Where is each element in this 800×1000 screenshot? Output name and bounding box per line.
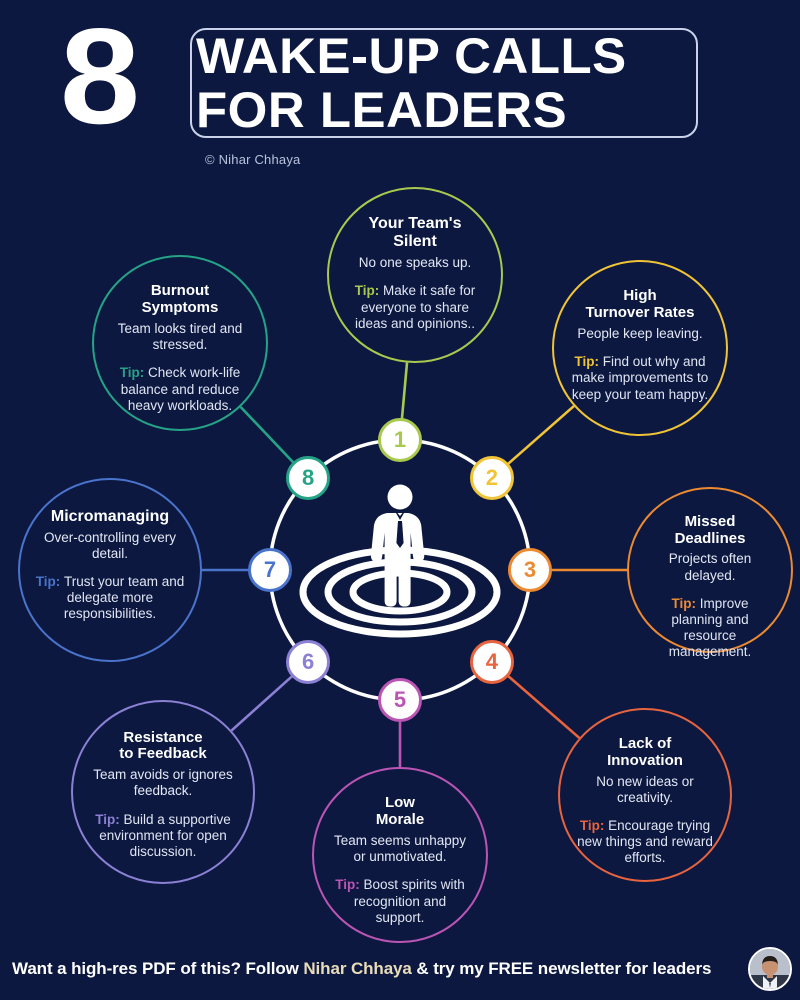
- number-badge-8[interactable]: 8: [286, 456, 331, 501]
- footer-cta-bar: Want a high-res PDF of this? Follow Niha…: [0, 938, 800, 1000]
- avatar-photo-icon: [750, 949, 790, 989]
- number-badge-6[interactable]: 6: [286, 639, 331, 684]
- topic-tip-8: Tip: Check work-life balance and reduce …: [110, 365, 250, 414]
- topic-description-2: People keep leaving.: [577, 325, 703, 341]
- topic-description-6: Team avoids or ignores feedback.: [93, 767, 233, 799]
- copyright-notice: © Nihar Chhaya: [205, 152, 301, 167]
- number-badge-5[interactable]: 5: [378, 678, 422, 722]
- number-badge-7[interactable]: 7: [248, 548, 292, 592]
- title-line-1: WAKE-UP CALLS: [196, 28, 627, 84]
- number-badge-2[interactable]: 2: [469, 456, 514, 501]
- number-badge-3[interactable]: 3: [508, 548, 552, 592]
- topic-tip-label-5: Tip:: [335, 877, 364, 893]
- topic-tip-label-8: Tip:: [119, 365, 148, 381]
- topic-description-5: Team seems unhappy or unmotivated.: [333, 832, 467, 865]
- footer-text-after: & try my FREE newsletter for leaders: [411, 959, 712, 978]
- topic-tip-6: Tip: Build a supportive environment for …: [89, 812, 237, 861]
- topic-tip-label-1: Tip:: [354, 283, 383, 299]
- author-avatar[interactable]: [748, 947, 792, 991]
- topic-tip-text-2: Find out why and make improvements to ke…: [571, 354, 709, 402]
- topic-tip-text-1: Make it safe for everyone to share ideas…: [354, 283, 476, 331]
- topic-tip-text-8: Check work-life balance and reduce heavy…: [120, 365, 241, 413]
- footer-text-before: Want a high-res PDF of this? Follow: [12, 959, 304, 978]
- topic-description-8: Team looks tired and stressed.: [117, 320, 243, 353]
- topic-tip-label-2: Tip:: [574, 354, 603, 370]
- topic-tip-label-7: Tip:: [35, 573, 64, 589]
- header: 8 WAKE-UP CALLS FOR LEADERS © Nihar Chha…: [0, 0, 800, 180]
- footer-text: Want a high-res PDF of this? Follow Niha…: [12, 959, 711, 979]
- topic-tip-text-3: Improve planning and resource management…: [668, 595, 752, 660]
- topic-tip-label-4: Tip:: [579, 818, 609, 834]
- headline-number: 8: [59, 0, 140, 152]
- topic-tip-label-6: Tip:: [95, 811, 124, 827]
- title-outline-box: [190, 28, 698, 138]
- topic-tip-label-3: Tip:: [671, 595, 700, 611]
- topic-tip-7: Tip: Trust your team and delegate more r…: [34, 574, 186, 623]
- topic-description-7: Over-controlling every detail.: [43, 529, 177, 561]
- topic-tip-text-5: Boost spirits with recognition and suppo…: [353, 877, 465, 925]
- title-line-2: FOR LEADERS: [196, 82, 568, 138]
- topic-tip-2: Tip: Find out why and make improvements …: [570, 354, 710, 403]
- footer-author-name[interactable]: Nihar Chhaya: [303, 959, 412, 978]
- topic-tip-1: Tip: Make it safe for everyone to share …: [347, 283, 483, 332]
- topic-tip-5: Tip: Boost spirits with recognition and …: [330, 877, 470, 926]
- topic-tip-text-6: Build a supportive environment for open …: [99, 811, 231, 859]
- topic-description-3: Projects often delayed.: [668, 551, 752, 583]
- number-badge-4[interactable]: 4: [469, 639, 514, 684]
- topic-tip-3: Tip: Improve planning and resource manag…: [645, 596, 775, 661]
- number-badge-1[interactable]: 1: [378, 418, 422, 462]
- topic-description-4: No new ideas or creativity.: [596, 773, 694, 805]
- topic-title-7: Micromanaging: [50, 507, 170, 525]
- topic-description-1: No one speaks up.: [358, 255, 472, 271]
- topic-tip-4: Tip: Encourage trying new things and rew…: [576, 818, 714, 867]
- topic-tip-text-4: Encourage trying new things and reward e…: [577, 818, 713, 866]
- topic-tip-text-7: Trust your team and delegate more respon…: [63, 573, 185, 622]
